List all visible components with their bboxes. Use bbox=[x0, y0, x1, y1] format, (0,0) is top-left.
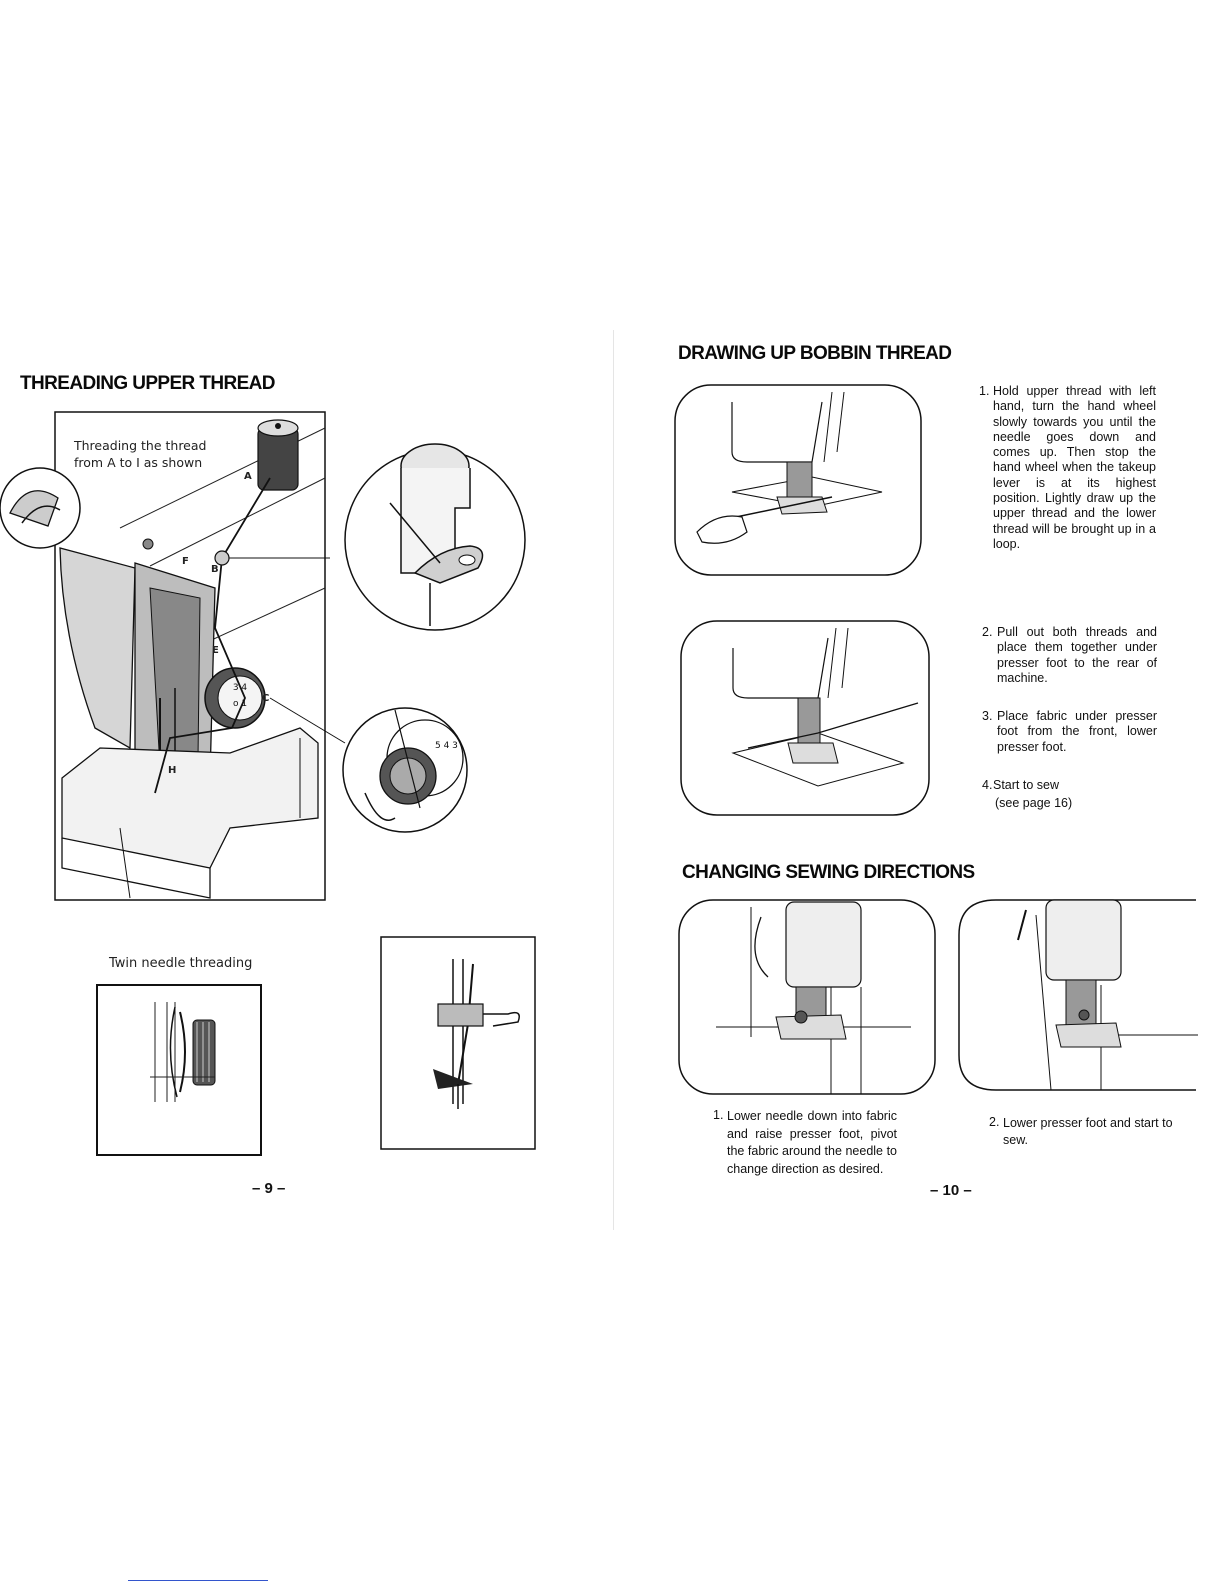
bobbin-step1-illustration bbox=[674, 384, 922, 576]
direction2-text: Lower presser foot and start to sew. bbox=[1003, 1116, 1173, 1147]
point-label-c: C bbox=[262, 693, 270, 704]
point-label-f: F bbox=[182, 556, 189, 567]
step2-text: Pull out both threads and place them tog… bbox=[997, 625, 1157, 685]
directions-step1-illustration bbox=[678, 899, 936, 1095]
step4-number: 4. bbox=[982, 778, 993, 792]
direction1-number: 1. bbox=[713, 1108, 724, 1122]
point-label-e: E bbox=[212, 645, 219, 656]
point-label-a: A bbox=[244, 471, 252, 482]
needle-threading-diagram bbox=[380, 936, 536, 1150]
link-underline bbox=[128, 1580, 268, 1581]
step3-number: 3. bbox=[982, 709, 993, 723]
heading-drawing-up-bobbin-thread: DRAWING UP BOBBIN THREAD bbox=[678, 343, 952, 364]
page-number-left: – 9 – bbox=[252, 1180, 286, 1197]
page-number-right: – 10 – bbox=[930, 1182, 972, 1199]
twin-needle-diagram bbox=[96, 984, 262, 1156]
svg-text:o 1: o 1 bbox=[233, 699, 247, 709]
heading-changing-sewing-directions: CHANGING SEWING DIRECTIONS bbox=[682, 862, 975, 883]
svg-text:5 4 3: 5 4 3 bbox=[435, 741, 458, 751]
step1-text: Hold upper thread with left hand, turn t… bbox=[993, 384, 1156, 551]
step4-page-reference: (see page 16) bbox=[995, 796, 1073, 810]
twin-needle-caption: Twin needle threading bbox=[109, 956, 253, 971]
heading-threading-upper-thread: THREADING UPPER THREAD bbox=[20, 373, 276, 394]
step4-text: Start to sew bbox=[993, 778, 1059, 792]
threading-diagram: 3 4 o 1 5 4 3 bbox=[0, 411, 526, 901]
direction1-text: Lower needle down into fabric and raise … bbox=[727, 1109, 897, 1176]
point-label-b: B bbox=[211, 564, 219, 575]
threading-caption-line2: from A to I as shown bbox=[74, 455, 203, 470]
step1-number: 1. bbox=[979, 384, 990, 398]
threading-caption-line1: Threading the thread bbox=[74, 438, 207, 453]
direction2-number: 2. bbox=[989, 1115, 1000, 1129]
step2-number: 2. bbox=[982, 625, 993, 639]
page-fold bbox=[613, 330, 614, 1230]
directions-step2-illustration bbox=[958, 899, 1198, 1091]
bobbin-step2-illustration bbox=[680, 620, 930, 816]
point-label-h: H bbox=[168, 765, 177, 776]
step3-text: Place fabric under presser foot from the… bbox=[997, 709, 1157, 754]
